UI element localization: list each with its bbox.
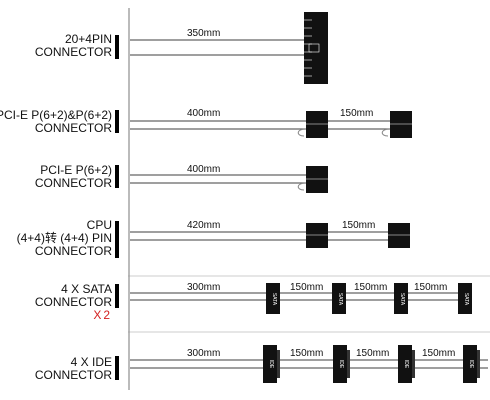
connector-text: IDE xyxy=(338,360,344,369)
length-label: 150mm xyxy=(422,348,455,359)
label-bar xyxy=(115,221,119,258)
label-bar xyxy=(115,356,119,380)
label-line: CONNECTOR xyxy=(34,176,112,190)
row-pcie-single: 400mm xyxy=(130,164,328,193)
length-label: 150mm xyxy=(340,108,373,119)
length-label: 300mm xyxy=(187,282,220,293)
length-label: 420mm xyxy=(187,220,220,231)
connector-text: IDE xyxy=(468,360,474,369)
length-label: 400mm xyxy=(187,164,220,175)
row-sata: SATA SATA SATA SATA 300mm 150mm 150mm 15… xyxy=(130,282,472,314)
label-line: 4 X IDE xyxy=(70,355,112,369)
quantity-badge: X2 xyxy=(93,308,112,322)
label-bar xyxy=(115,284,119,308)
ide-connector: IDE xyxy=(333,345,350,383)
label-cpu: CPU (4+4)转 (4+4) PIN CONNECTOR xyxy=(17,219,112,258)
row-ide: IDE IDE IDE IDE 300mm 150mm 150mm 150mm xyxy=(130,345,488,383)
label-bar xyxy=(115,35,119,59)
row-pcie-dual: 400mm 150mm xyxy=(130,108,412,138)
label-ide: 4 X IDE CONNECTOR xyxy=(35,356,112,382)
divider-line xyxy=(128,8,130,390)
length-label: 150mm xyxy=(356,348,389,359)
length-label: 150mm xyxy=(414,282,447,293)
cpu-connector xyxy=(306,223,328,248)
label-line: PCI-E P(6+2)&P(6+2) xyxy=(0,108,112,122)
label-line: CONNECTOR xyxy=(34,244,112,258)
label-bar xyxy=(115,165,119,188)
label-pcie-single: PCI-E P(6+2) CONNECTOR xyxy=(35,164,112,190)
length-label: 150mm xyxy=(354,282,387,293)
length-label: 150mm xyxy=(290,282,323,293)
pcie-connector xyxy=(306,111,328,138)
pcie-connector xyxy=(306,166,328,193)
connector-latch xyxy=(308,43,320,53)
ide-connector: IDE xyxy=(263,345,280,383)
wire-loop xyxy=(381,128,391,137)
pcie-connector xyxy=(390,111,412,138)
length-label: 400mm xyxy=(187,108,220,119)
label-sata: 4 X SATA CONNECTOR X2 xyxy=(35,283,112,322)
row-20-4pin: 350mm xyxy=(130,12,328,84)
connector-text: SATA xyxy=(463,293,469,306)
ide-connector: IDE xyxy=(398,345,415,383)
label-line: CPU xyxy=(86,218,112,232)
label-line: CONNECTOR xyxy=(34,295,112,309)
connector-text: SATA xyxy=(399,293,405,306)
label-20-4pin: 20+4PIN CONNECTOR xyxy=(35,33,112,59)
wire-loop xyxy=(297,128,307,137)
connector-text: IDE xyxy=(268,360,274,369)
wire-loop xyxy=(297,182,307,191)
connector-text: IDE xyxy=(403,360,409,369)
label-bar xyxy=(115,110,119,133)
sata-connector: SATA xyxy=(332,283,346,314)
length-label: 350mm xyxy=(187,28,220,39)
label-line: CONNECTOR xyxy=(34,121,112,135)
label-line: 4 X SATA xyxy=(61,282,112,296)
sata-connector: SATA xyxy=(394,283,408,314)
row-cpu: 420mm 150mm xyxy=(130,220,410,248)
length-label: 150mm xyxy=(290,348,323,359)
label-line: CONNECTOR xyxy=(34,45,112,59)
length-label: 300mm xyxy=(187,348,220,359)
sata-connector: SATA xyxy=(458,283,472,314)
label-line: PCI-E P(6+2) xyxy=(40,163,112,177)
sata-connector: SATA xyxy=(266,283,280,314)
label-line: 20+4PIN xyxy=(64,32,112,46)
connector-text: SATA xyxy=(271,293,277,306)
label-line: (4+4)转 (4+4) PIN xyxy=(16,231,112,245)
label-line: CONNECTOR xyxy=(34,368,112,382)
atx-connector xyxy=(304,12,328,84)
ide-connector: IDE xyxy=(463,345,480,383)
label-pcie-dual: PCI-E P(6+2)&P(6+2) CONNECTOR xyxy=(0,109,112,135)
length-label: 150mm xyxy=(342,220,375,231)
cpu-connector xyxy=(388,223,410,248)
connector-text: SATA xyxy=(337,293,343,306)
